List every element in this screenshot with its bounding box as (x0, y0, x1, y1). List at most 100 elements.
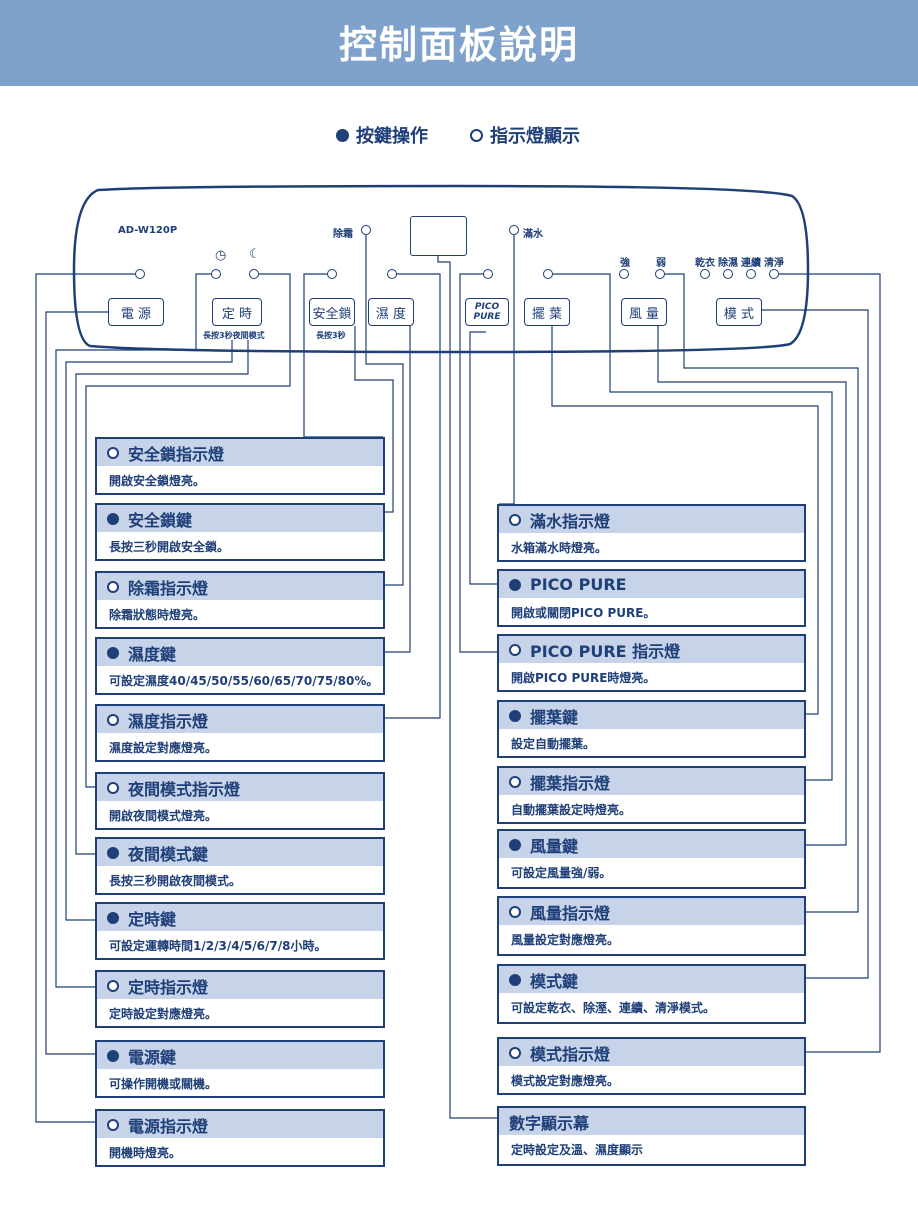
card-desc: 開啟夜間模式燈亮。 (109, 809, 218, 823)
full-water-indicator (509, 225, 519, 235)
mode-dehum-label: 除濕 (718, 258, 738, 269)
mode-button[interactable]: 模 式 (716, 298, 762, 326)
card-title: PICO PURE (530, 575, 627, 594)
hollow-dot-icon (107, 446, 119, 459)
card-desc: 除霜狀態時燈亮。 (109, 608, 206, 622)
filled-dot-icon (107, 846, 119, 859)
card-desc: 可設定乾衣、除溼、連續、清淨模式。 (511, 1001, 716, 1015)
card-night-indicator: 夜間模式指示燈 開啟夜間模式燈亮。 (95, 772, 385, 830)
card-desc: 可設定運轉時間1/2/3/4/5/6/7/8小時。 (109, 939, 327, 953)
card-desc: 模式設定對應燈亮。 (511, 1074, 620, 1088)
card-digital-display: 數字顯示幕 定時設定及溫、濕度顯示 (497, 1106, 806, 1166)
filled-dot-icon (509, 709, 521, 722)
filled-dot-icon (509, 838, 521, 851)
card-humidity-button: 濕度鍵 可設定濕度40/45/50/55/60/65/70/75/80%。 (95, 637, 385, 695)
legend-button-label: 按鍵操作 (356, 126, 428, 147)
mode-dehum-indicator (723, 269, 733, 279)
panel-outline (72, 184, 810, 354)
filled-dot-icon (107, 911, 119, 924)
card-desc: 開機時燈亮。 (109, 1146, 182, 1160)
card-title: 模式鍵 (530, 971, 579, 991)
card-desc: 開啟安全鎖燈亮。 (109, 474, 206, 488)
hollow-dot-icon (470, 128, 483, 142)
legend-button: 按鍵操作 (336, 122, 428, 148)
card-mode-button: 模式鍵 可設定乾衣、除溼、連續、清淨模式。 (497, 964, 806, 1024)
hollow-dot-icon (107, 1118, 119, 1131)
defrost-indicator (361, 225, 371, 235)
card-pico-button: PICO PURE 開啟或關閉PICO PURE。 (497, 569, 806, 627)
pico-pure-button[interactable]: PICO PURE (465, 298, 509, 326)
digital-display (410, 216, 467, 256)
card-title: 夜間模式鍵 (128, 844, 209, 864)
filled-dot-icon (107, 512, 119, 525)
card-desc: 定時設定及溫、濕度顯示 (511, 1143, 644, 1157)
humidity-button[interactable]: 濕 度 (368, 298, 414, 326)
card-mode-indicator: 模式指示燈 模式設定對應燈亮。 (497, 1037, 806, 1095)
fan-weak-label: 弱 (656, 258, 666, 269)
timer-button[interactable]: 定 時 (212, 298, 262, 326)
swing-indicator (543, 269, 553, 279)
card-desc: 定時設定對應燈亮。 (109, 1007, 218, 1021)
card-desc: 可設定風量強/弱。 (511, 866, 612, 880)
mode-dry-label: 乾衣 (695, 258, 715, 269)
humidity-indicator (387, 269, 397, 279)
filled-dot-icon (509, 973, 521, 986)
filled-dot-icon (107, 1049, 119, 1062)
card-desc: 水箱滿水時燈亮。 (511, 541, 608, 555)
fan-button[interactable]: 風 量 (621, 298, 667, 326)
legend-indicator-label: 指示燈顯示 (490, 126, 580, 147)
card-humidity-indicator: 濕度指示燈 濕度設定對應燈亮。 (95, 704, 385, 762)
card-defrost-indicator: 除霜指示燈 除霜狀態時燈亮。 (95, 571, 385, 629)
mode-purify-label: 清淨 (764, 258, 784, 269)
mode-purify-indicator (769, 269, 779, 279)
card-desc: 開啟PICO PURE時燈亮。 (511, 671, 656, 685)
legend: 按鍵操作 指示燈顯示 (0, 122, 918, 150)
card-title: 電源指示燈 (128, 1116, 209, 1136)
card-title: 濕度鍵 (128, 644, 177, 664)
card-desc: 風量設定對應燈亮。 (511, 933, 620, 947)
timer-indicator (211, 269, 221, 279)
legend-indicator: 指示燈顯示 (470, 122, 580, 148)
card-full-water-indicator: 滿水指示燈 水箱滿水時燈亮。 (497, 504, 806, 562)
filled-dot-icon (509, 578, 521, 591)
lock-button[interactable]: 安全鎖 (309, 298, 355, 326)
card-title: 除霜指示燈 (128, 578, 209, 598)
clock-icon: ◷ (215, 248, 227, 263)
card-title: 風量指示燈 (530, 903, 611, 923)
filled-dot-icon (107, 646, 119, 659)
card-title: 定時鍵 (128, 909, 177, 929)
card-night-button: 夜間模式鍵 長按三秒開啟夜間模式。 (95, 837, 385, 895)
page-title: 控制面板說明 (338, 23, 579, 67)
pure-label: PURE (473, 312, 501, 322)
card-desc: 設定自動擺葉。 (511, 737, 596, 751)
card-title: 定時指示燈 (128, 977, 209, 997)
card-power-button: 電源鍵 可操作開機或關機。 (95, 1040, 385, 1098)
hollow-dot-icon (107, 979, 119, 992)
hollow-dot-icon (509, 1046, 521, 1059)
card-swing-indicator: 擺葉指示燈 自動擺葉設定時燈亮。 (497, 766, 806, 824)
card-title: PICO PURE 指示燈 (530, 641, 681, 661)
defrost-label: 除霜 (333, 229, 353, 240)
mode-continuous-label: 連續 (741, 258, 761, 269)
hollow-dot-icon (107, 580, 119, 593)
card-title: 數字顯示幕 (509, 1113, 590, 1133)
card-desc: 可設定濕度40/45/50/55/60/65/70/75/80%。 (109, 674, 379, 688)
card-title: 擺葉指示燈 (530, 773, 611, 793)
power-button[interactable]: 電 源 (108, 298, 164, 326)
card-timer-button: 定時鍵 可設定運轉時間1/2/3/4/5/6/7/8小時。 (95, 902, 385, 960)
swing-button[interactable]: 擺 葉 (524, 298, 570, 326)
lock-note: 長按3秒 (316, 331, 346, 340)
card-timer-indicator: 定時指示燈 定時設定對應燈亮。 (95, 970, 385, 1028)
card-desc: 長按三秒開啟夜間模式。 (109, 874, 242, 888)
card-lock-indicator: 安全鎖指示燈 開啟安全鎖燈亮。 (95, 437, 385, 495)
card-title: 滿水指示燈 (530, 511, 611, 531)
card-pico-indicator: PICO PURE 指示燈 開啟PICO PURE時燈亮。 (497, 634, 806, 692)
card-title: 風量鍵 (530, 836, 579, 856)
card-desc: 自動擺葉設定時燈亮。 (511, 803, 632, 817)
filled-dot-icon (336, 128, 349, 142)
model-label: AD-W120P (118, 225, 178, 236)
hollow-dot-icon (509, 905, 521, 918)
power-indicator (135, 269, 145, 279)
card-desc: 可操作開機或關機。 (109, 1077, 218, 1091)
card-desc: 開啟或關閉PICO PURE。 (511, 606, 656, 620)
